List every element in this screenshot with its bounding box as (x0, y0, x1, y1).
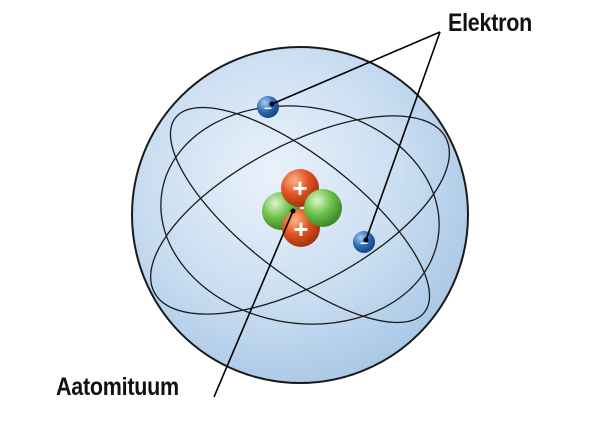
electron-leader-top (271, 31, 441, 105)
electron-bottom: – (353, 231, 375, 253)
orbit-3 (150, 115, 450, 315)
nucleus-leader (213, 210, 294, 398)
electron-leader-bottom (365, 31, 441, 241)
electron-top: – (257, 96, 279, 118)
orbit-2 (169, 106, 431, 324)
orbit-group (150, 105, 450, 325)
leader-lines (213, 31, 441, 398)
nucleus-leader-dot (290, 208, 296, 214)
electron-bottom-charge: – (360, 234, 368, 250)
nucleus-label: Aatomituum (56, 373, 179, 401)
electron-leader-dot-bottom (363, 237, 369, 243)
proton-bottom-charge: + (293, 214, 308, 244)
proton-top-charge: + (292, 173, 307, 203)
orbit-1 (160, 105, 440, 325)
electron-label: Elektron (448, 9, 532, 37)
neutron-right (304, 189, 342, 227)
nucleus: + + (262, 169, 342, 247)
electron-leader-dot-top (269, 101, 275, 107)
electron-top-charge: – (264, 99, 272, 115)
